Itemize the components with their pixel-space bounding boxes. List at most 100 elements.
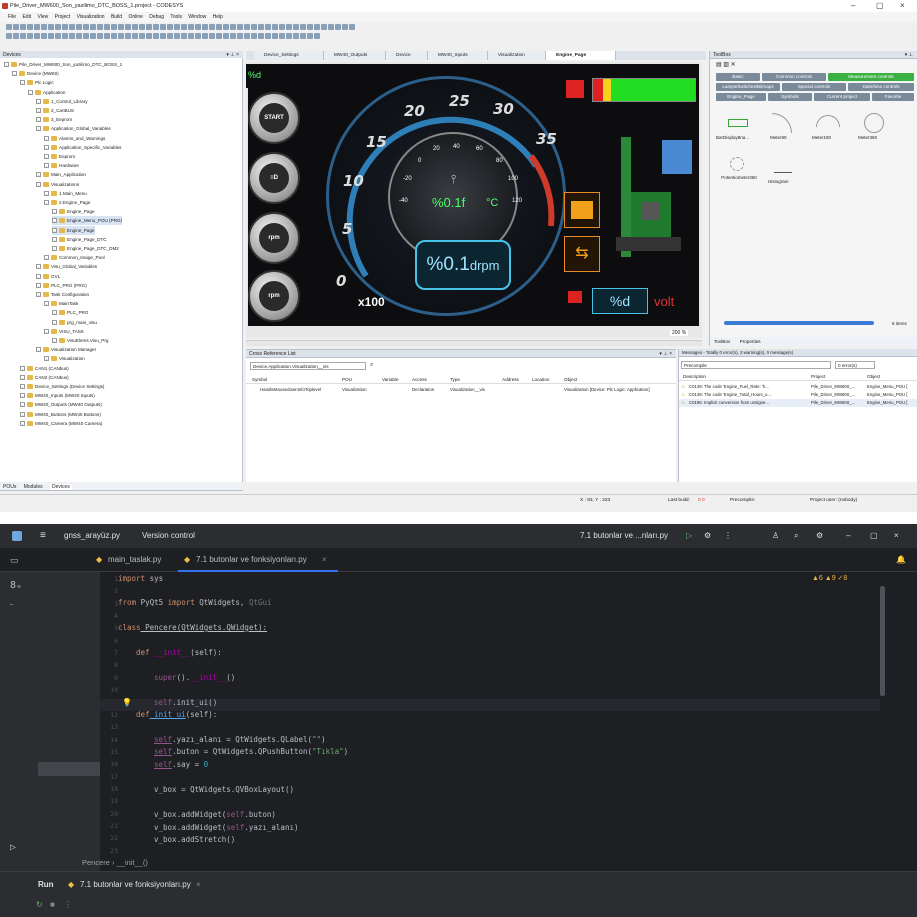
stop-icon[interactable]: ■ (50, 900, 55, 909)
code-line-14[interactable]: self.yazı_alanı = QtWidgets.QLabel("") (154, 735, 326, 744)
rpm-button-2[interactable]: rpm (248, 270, 300, 322)
menu-visualization[interactable]: Visualization (76, 14, 105, 20)
tab-modules[interactable]: Modules (23, 484, 43, 490)
expand-toggle-icon[interactable]: - (52, 218, 57, 224)
tree-item[interactable]: -Engine_Page_DTC (52, 235, 107, 244)
expand-toggle-icon[interactable]: - (36, 292, 41, 297)
tree-item[interactable]: -CAN2 (CANbus) (20, 373, 69, 382)
code-line-16[interactable]: self.say = 0 (154, 760, 209, 769)
expand-toggle-icon[interactable]: - (28, 89, 33, 95)
toolbox-zoom-slider[interactable] (724, 321, 874, 325)
menu-project[interactable]: Project (54, 14, 71, 20)
code-line-12[interactable]: def init_ui(self): (136, 710, 218, 719)
table-row[interactable]: ⚠C0196: Implicit conversion from unsigne… (679, 399, 917, 407)
expand-toggle-icon[interactable]: - (36, 108, 41, 113)
expand-toggle-icon[interactable]: - (52, 209, 57, 215)
menu-tools[interactable]: Tools (170, 14, 183, 20)
tree-item[interactable]: -2_CanBUS (36, 106, 74, 115)
vcs-selector[interactable]: Version control (142, 531, 195, 540)
tree-item[interactable]: -Task Configuration (36, 290, 89, 299)
tree-item[interactable]: -VisuElems.Visu_Prg (52, 336, 108, 345)
tree-item[interactable]: -MainTask (44, 299, 78, 308)
menu-build[interactable]: Build (110, 14, 123, 20)
code-line-21[interactable]: v_box.addWidget(self.yazı_alanı) (154, 823, 299, 832)
toolbox-measurement-controls[interactable]: Measurement controls (828, 73, 914, 81)
account-icon[interactable]: ♙ (772, 531, 780, 540)
tab-properties[interactable]: Properties (739, 339, 761, 344)
tree-item[interactable]: -Visualizations (36, 180, 79, 189)
code-line-18[interactable]: v_box = QtWidgets.QVBoxLayout() (154, 785, 294, 794)
menu-edit[interactable]: Edit (22, 14, 32, 20)
more-run-icon[interactable]: ⋮ (64, 900, 72, 909)
run-config-selector[interactable]: 7.1 butonlar ve ...nları.py (580, 531, 669, 540)
error-filter-button[interactable]: 0 error(s) (835, 361, 875, 369)
expand-toggle-icon[interactable]: - (44, 154, 49, 159)
tree-item[interactable]: -Engine_Menu_POU (PRG) (52, 216, 123, 226)
toolbox-engine-page[interactable]: Engine_Page (716, 93, 766, 101)
tree-item[interactable]: -PLC_PRG (PRG) (36, 281, 87, 290)
expand-toggle-icon[interactable]: - (20, 365, 25, 371)
run-icon[interactable]: ▷ (686, 531, 693, 540)
more-tools-icon[interactable]: ⋯ (10, 602, 14, 608)
menu-help[interactable]: Help (212, 14, 223, 20)
tree-item[interactable]: -3_Eeprom (36, 115, 72, 124)
toolbox-item-bardisplay[interactable]: BarDisplay8na... (716, 111, 762, 145)
settings-icon[interactable]: ⚙ (816, 531, 824, 540)
expand-toggle-icon[interactable]: - (20, 420, 25, 426)
project-selector[interactable]: gnss_arayüz.py (64, 531, 121, 540)
toolbox-item-histogram[interactable]: Histogram (766, 155, 806, 189)
minimize-icon[interactable]: – (846, 531, 851, 540)
close-icon[interactable]: × (894, 531, 899, 540)
tree-item[interactable]: -Plc Logic (20, 78, 54, 87)
tab-mw40-outputs[interactable]: MW40_Outputs (324, 51, 386, 60)
tree-item[interactable]: -2.Engine_Page (44, 198, 90, 207)
code-line-5[interactable]: class Pencere(QtWidgets.QWidget): (118, 623, 268, 632)
tree-item[interactable]: -Alarms_and_Warnings (44, 134, 105, 143)
expand-toggle-icon[interactable]: - (44, 356, 49, 362)
debug-icon[interactable]: ⚙ (704, 531, 712, 540)
maximize-icon[interactable]: ▢ (870, 531, 878, 540)
tab-device[interactable]: Device (386, 51, 428, 60)
tree-item[interactable]: -VISU_TASK (44, 327, 84, 336)
tab-pous[interactable]: POUs (3, 484, 17, 490)
toolbox-item-meter360[interactable]: Meter360 (856, 111, 898, 145)
tab-toolbox[interactable]: ToolBox (714, 339, 731, 344)
expand-toggle-icon[interactable]: - (36, 347, 41, 353)
tree-item[interactable]: -PLC_PRG (52, 308, 88, 317)
close-run-tab-icon[interactable]: × (196, 880, 201, 889)
rpm-button-1[interactable]: rpm (248, 212, 300, 264)
tree-item[interactable]: -Device (MW60) (12, 69, 59, 78)
headlight-button[interactable]: ≡D (248, 152, 300, 204)
toolbox-lamps[interactable]: Lamps/Switches/Bitmaps (716, 83, 780, 91)
expand-toggle-icon[interactable]: - (44, 301, 49, 307)
tree-item[interactable]: -Application_Global_Variables (36, 124, 111, 133)
tree-item[interactable]: -Visualization Manager (36, 345, 96, 354)
inspection-widget[interactable]: ▲6 ▲9 ✓8 (812, 575, 848, 582)
toolbox-datetime-controls[interactable]: Date/time controls (848, 83, 914, 91)
tree-item[interactable]: -GVL (36, 272, 60, 281)
expand-toggle-icon[interactable]: - (44, 135, 49, 141)
menu-file[interactable]: File (8, 14, 17, 20)
toolbox-item-meter180[interactable]: Meter180 (810, 111, 852, 145)
toolbox-item-meter90[interactable]: Meter90 (766, 111, 806, 145)
expand-toggle-icon[interactable]: - (36, 181, 41, 187)
table-row[interactable]: HandleMousedownInfoToplevel Visualizatio… (260, 387, 650, 392)
expand-toggle-icon[interactable]: - (36, 172, 41, 178)
tree-item[interactable]: -MW40_Outputs (MW40 Outputs) (20, 400, 102, 409)
tree-item[interactable]: -Device_Settings (Device Settings) (20, 382, 104, 391)
expand-toggle-icon[interactable]: - (52, 246, 57, 251)
expand-toggle-icon[interactable]: - (20, 402, 25, 408)
tree-item[interactable]: -prg_main_visu (52, 318, 97, 327)
expand-toggle-icon[interactable]: - (36, 117, 41, 123)
expand-toggle-icon[interactable]: - (36, 273, 41, 279)
editor-scrollbar[interactable] (880, 586, 885, 696)
tree-item[interactable]: -Engine_Page (52, 225, 95, 235)
tree-item[interactable]: -1_Control_Library (36, 97, 88, 106)
expand-toggle-icon[interactable]: - (36, 126, 41, 132)
expand-toggle-icon[interactable]: - (44, 144, 49, 150)
menu-debug[interactable]: Debug (149, 14, 165, 20)
expand-toggle-icon[interactable]: - (52, 236, 57, 242)
menu-window[interactable]: Window (188, 14, 207, 20)
expand-toggle-icon[interactable]: - (4, 62, 9, 67)
expand-toggle-icon[interactable]: - (20, 374, 25, 380)
